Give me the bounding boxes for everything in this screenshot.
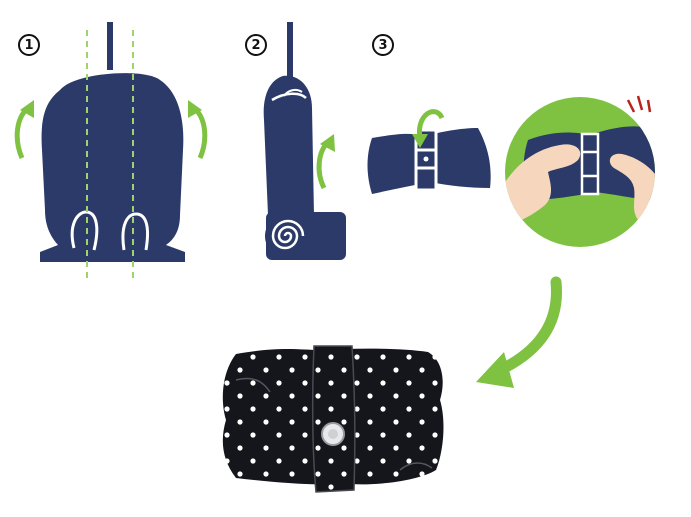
- accent-mark: [646, 99, 652, 113]
- step-3-strapped-bundle: [367, 109, 491, 194]
- bundle-strap: [580, 132, 600, 196]
- folded-bag-strap: [311, 345, 356, 493]
- curved-arrow-icon: [490, 276, 562, 378]
- folded-polka-dot-bag: [222, 345, 444, 493]
- roll-end: [265, 213, 311, 259]
- rotate-arrow-head: [20, 100, 34, 118]
- bag-strip: [263, 75, 314, 215]
- bag-handle-strap: [287, 22, 293, 78]
- fabric-fold-line: [399, 462, 433, 471]
- bag-fold-line: [283, 88, 303, 97]
- step-marker-2: 2: [245, 34, 267, 56]
- step-marker-1: 1: [18, 34, 40, 56]
- bag-handle-loop-right: [121, 212, 150, 251]
- accent-mark: [626, 99, 636, 113]
- step-marker-3: 3: [372, 34, 394, 56]
- curved-arrow-icon: [417, 109, 445, 139]
- step-number: 1: [24, 38, 34, 53]
- step-2-rolled-bag: [263, 22, 346, 260]
- rotate-arrow-icon: [14, 106, 30, 160]
- bag-body: [40, 73, 185, 262]
- snap-button-center: [328, 429, 338, 439]
- bag-fold-line: [271, 92, 307, 102]
- left-hand: [505, 144, 581, 230]
- result-arrow: [476, 276, 562, 388]
- step-number: 2: [251, 38, 261, 53]
- curved-arrow-head: [320, 134, 335, 152]
- rotate-arrow-head: [188, 100, 202, 118]
- step-1-flat-bag: [14, 22, 208, 282]
- bag-handle-strap: [107, 22, 113, 70]
- snap-button-icon: [423, 156, 429, 162]
- fabric-fold-line: [235, 377, 271, 393]
- curved-arrow-icon: [316, 140, 330, 190]
- curved-arrow-head: [476, 352, 514, 388]
- rotate-arrow-icon: [192, 106, 208, 160]
- snap-fastening-photo: [505, 95, 655, 247]
- curved-arrow-head: [412, 134, 428, 148]
- accent-mark: [636, 95, 644, 111]
- step-number: 3: [378, 38, 388, 53]
- roll-spiral: [271, 219, 305, 250]
